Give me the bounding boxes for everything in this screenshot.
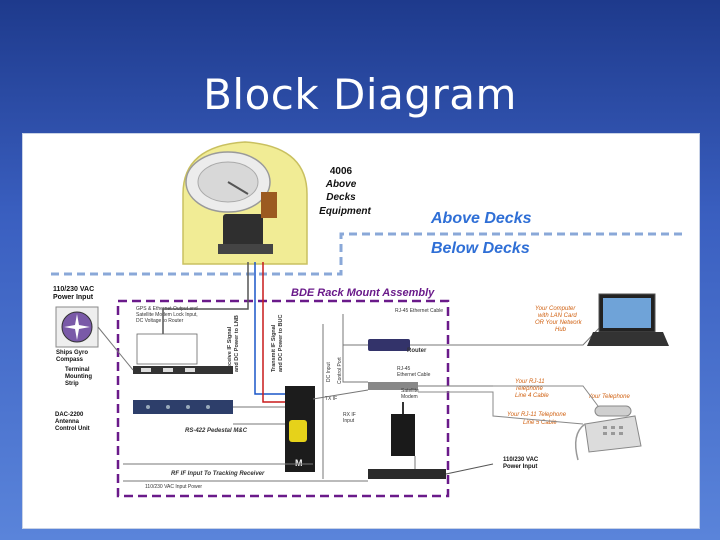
computer-label: Your Computer [535, 306, 576, 312]
rj11-line1-label: Telephone [515, 386, 543, 392]
right-power-label: 110/230 VAC [503, 457, 539, 463]
telephone [574, 405, 642, 461]
left-power-label: 110/230 VAC [53, 286, 94, 293]
tx-if-label: TX IF [325, 396, 337, 402]
dc-input-label: DC Input [326, 362, 332, 382]
terminal-label: Mounting [65, 374, 92, 380]
dac-power-label: 110/230 VAC Input Power [145, 484, 202, 490]
rack-cables [97, 314, 604, 482]
block-diagram: 4006 Above Decks Equipment Above Decks B… [22, 133, 700, 529]
equipment-label-line: Equipment [319, 206, 371, 217]
rj11-line2-label: Line 5 Cable [523, 420, 557, 426]
dac-label: Control Unit [55, 426, 90, 432]
rj11-line1-label: Line 4 Cable [515, 393, 549, 399]
terminal-strip-device [133, 366, 233, 374]
rj11-line1-label: Your RJ-11 [515, 379, 545, 385]
radome-antenna [182, 141, 308, 265]
router-device [368, 339, 410, 351]
right-power-label: Power Input [503, 464, 537, 470]
terminal-label: Terminal [65, 367, 90, 373]
dac-label: Antenna [55, 419, 80, 425]
telephone-label: Your Telephone [588, 394, 630, 400]
terminal-connections [136, 333, 198, 365]
above-decks-label: Above Decks [430, 210, 532, 227]
svg-text:M: M [295, 458, 303, 468]
rj45-cable2-label: RJ-45 [397, 366, 411, 372]
power-strip-device [368, 469, 446, 479]
phone-cables [418, 385, 599, 425]
computer-label: OR Your Network [535, 320, 583, 326]
router-label: Router [407, 348, 427, 354]
gyro-label: Compass [56, 357, 84, 363]
diagram-canvas: 4006 Above Decks Equipment Above Decks B… [51, 141, 683, 498]
rj45-ethernet-label: RJ-45 Ethernet Cable [395, 308, 443, 314]
slide-title: Block Diagram [203, 70, 517, 119]
deck-divider-line [51, 232, 683, 276]
vertical-labels: Receive IF Signal and DC Power to LNB Tr… [227, 315, 284, 372]
rx-if-vertical-label: Receive IF Signal [227, 326, 233, 372]
rx-if-input-label: RX IF [343, 412, 356, 418]
rx-if-vertical-label: and DC Power to LNB [234, 315, 240, 372]
below-decks-label: Below Decks [431, 240, 530, 257]
rj45-cable2-label: Ethernet Cable [397, 372, 431, 378]
rj11-line2-label: Your RJ-11 Telephone [507, 412, 567, 418]
computer-label: with LAN Card [538, 313, 577, 319]
laptop-computer [587, 293, 669, 346]
antenna-cables [162, 262, 288, 403]
control-port-label: Control Port [337, 357, 343, 384]
gps-note: Satellite Modem Lock Input, [136, 312, 198, 318]
tx-if-vertical-label: and DC Power to BUC [278, 315, 284, 372]
equipment-label-line: Above [325, 179, 357, 190]
compass-rose-icon [64, 314, 90, 340]
gyro-label: Ships Gyro [56, 350, 88, 356]
terminal-label: Strip [65, 381, 79, 387]
gps-note: DC Voltage to Router [136, 318, 184, 324]
rs422-label: RS-422 Pedestal M&C [185, 428, 248, 434]
equipment-label-line: 4006 [330, 166, 353, 177]
bde-rack-box [116, 299, 450, 498]
computer-label: Hub [555, 327, 567, 333]
left-power-label: Power Input [53, 294, 94, 301]
satellite-modem-label: Modem [401, 394, 418, 400]
bde-rack-title: BDE Rack Mount Assembly [291, 287, 435, 299]
rf-if-label: RF IF Input To Tracking Receiver [171, 471, 265, 477]
equipment-label: 4006 Above Decks Equipment [319, 166, 371, 217]
power-supply-device [391, 414, 415, 456]
satellite-modem-device [368, 382, 418, 390]
equipment-label-line: Decks [326, 192, 356, 203]
tx-if-vertical-label: Transmit IF Signal [271, 324, 277, 372]
satellite-modem-label: Satellite [401, 388, 419, 394]
ships-gyro-compass [55, 306, 99, 348]
dac-label: DAC-2200 [55, 412, 84, 418]
rx-if-input-label: Input [343, 418, 355, 424]
dac-unit-device [133, 400, 233, 414]
receiver-module [289, 420, 307, 442]
